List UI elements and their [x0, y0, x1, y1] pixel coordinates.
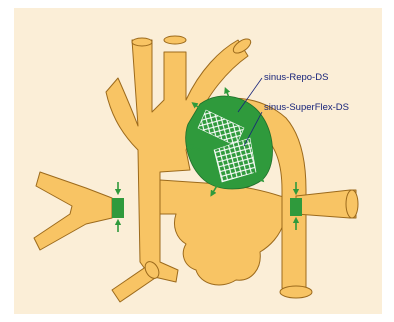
- right-vessel-outlet: [280, 286, 312, 298]
- upper-trunk-cap-1: [132, 38, 152, 46]
- right-stenosis-band: [290, 198, 302, 216]
- right-horizontal-vessel-end: [346, 190, 358, 218]
- upper-trunk-cap-2: [164, 36, 186, 44]
- superflex-ds-label: sinus-SuperFlex-DS: [264, 102, 349, 113]
- left-stenosis-band: [112, 198, 124, 218]
- repo-ds-label: sinus-Repo-DS: [264, 72, 328, 83]
